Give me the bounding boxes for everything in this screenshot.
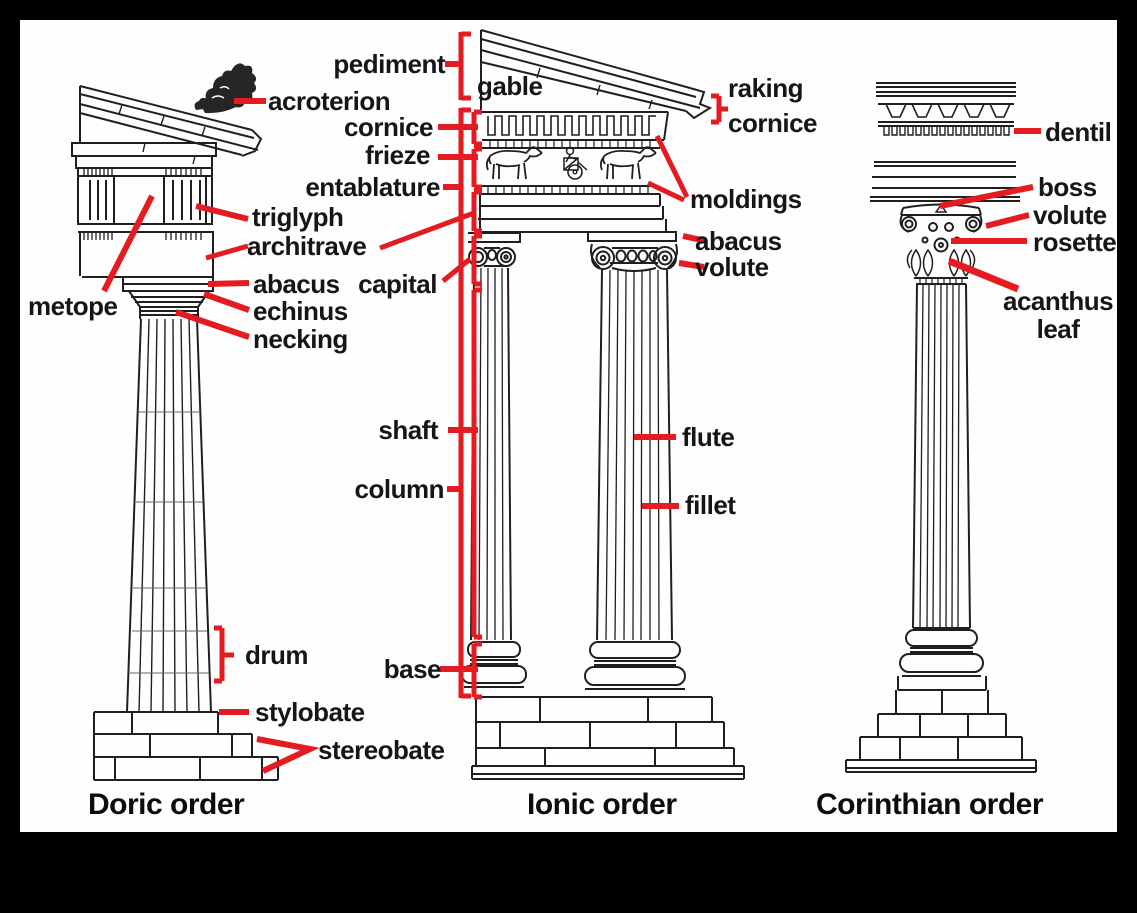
red-leader-lines bbox=[101, 31, 1041, 774]
label-cornice: cornice bbox=[344, 112, 434, 142]
label-necking: necking bbox=[253, 324, 348, 354]
label-raking-cornice: raking cornice bbox=[728, 73, 818, 138]
corinthian-drawing bbox=[845, 82, 1037, 773]
label-flute: flute bbox=[682, 422, 735, 452]
label-entablature: entablature bbox=[305, 172, 440, 202]
label-base: base bbox=[383, 654, 442, 684]
label-fillet: fillet bbox=[685, 490, 736, 520]
title-corinthian-order: Corinthian order bbox=[816, 788, 1044, 821]
label-metope: metope bbox=[28, 291, 118, 321]
label-column: column bbox=[354, 474, 445, 504]
label-boss: boss bbox=[1038, 172, 1097, 202]
label-volute-corinthian: volute bbox=[1033, 200, 1107, 230]
label-acroterion: acroterion bbox=[268, 86, 391, 116]
label-acanthus-leaf: acanthus leaf bbox=[1003, 286, 1114, 344]
title-doric-order: Doric order bbox=[88, 788, 245, 821]
label-gable: gable bbox=[477, 71, 543, 101]
label-capital: capital bbox=[358, 269, 437, 299]
label-pediment: pediment bbox=[333, 49, 445, 79]
title-ionic-order: Ionic order bbox=[527, 788, 677, 821]
doric-drawing bbox=[71, 63, 279, 781]
label-drum: drum bbox=[245, 640, 309, 670]
label-echinus: echinus bbox=[253, 296, 348, 326]
label-frieze: frieze bbox=[365, 140, 430, 170]
label-volute-ionic: volute bbox=[695, 252, 769, 282]
label-stylobate: stylobate bbox=[255, 697, 365, 727]
label-rosette: rosette bbox=[1033, 227, 1117, 257]
label-triglyph: triglyph bbox=[252, 202, 344, 232]
label-shaft: shaft bbox=[378, 415, 438, 445]
label-stereobate: stereobate bbox=[318, 735, 445, 765]
label-abacus-doric: abacus bbox=[253, 269, 340, 299]
label-abacus-ionic: abacus bbox=[695, 226, 782, 256]
label-architrave: architrave bbox=[247, 231, 367, 261]
label-dentil: dentil bbox=[1045, 117, 1112, 147]
label-moldings: moldings bbox=[690, 184, 802, 214]
ionic-drawing bbox=[461, 29, 745, 780]
